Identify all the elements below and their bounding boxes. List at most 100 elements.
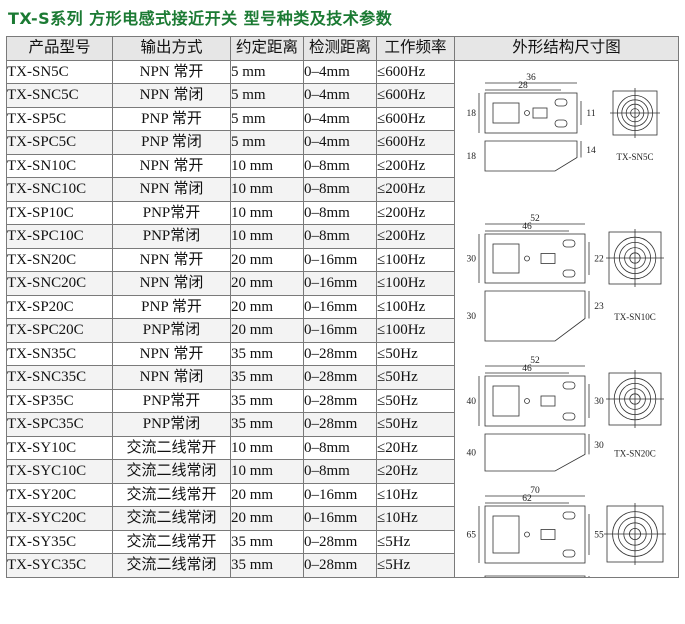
- sensor-top-view: [484, 233, 586, 283]
- cell-model: TX-SN35C: [6, 341, 113, 366]
- cell-model: TX-SPC35C: [6, 412, 113, 437]
- cell-rated-distance: 10 mm: [230, 200, 304, 225]
- page-title: TX-S系列 方形电感式接近开关 型号种类及技术参数: [8, 9, 393, 28]
- cell-model: TX-SYC20C: [6, 506, 113, 531]
- dim-body-height: 40: [467, 397, 477, 407]
- cell-rated-distance: 10 mm: [230, 435, 304, 460]
- cell-output: 交流二线常闭: [112, 506, 231, 531]
- cell-detect-range: 0–16mm: [303, 506, 377, 531]
- cell-rated-distance: 35 mm: [230, 388, 304, 413]
- mounting-slot: [562, 239, 576, 247]
- cell-rated-distance: 5 mm: [230, 83, 304, 108]
- sensor-side-view: [484, 433, 586, 471]
- cell-model: TX-SYC10C: [6, 459, 113, 484]
- terminal-block: [540, 395, 556, 406]
- cell-output: NPN 常闭: [112, 271, 231, 296]
- cell-output: NPN 常开: [112, 247, 231, 272]
- cell-detect-range: 0–4mm: [303, 130, 377, 155]
- cell-rated-distance: 10 mm: [230, 459, 304, 484]
- cell-model: TX-SNC35C: [6, 365, 113, 390]
- cell-model: TX-SY10C: [6, 435, 113, 460]
- cell-output: 交流二线常闭: [112, 459, 231, 484]
- sensor-side-view: [484, 575, 586, 576]
- mounting-slot: [562, 549, 576, 557]
- dim-slot-width: 22: [594, 254, 604, 264]
- dim-total-length: 52: [530, 356, 540, 366]
- cell-detect-range: 0–16mm: [303, 271, 377, 296]
- cell-output: 交流二线常开: [112, 435, 231, 460]
- cell-detect-range: 0–8mm: [303, 224, 377, 249]
- cell-model: TX-SY20C: [6, 482, 113, 507]
- cell-output: PNP 常开: [112, 106, 231, 131]
- cell-detect-range: 0–8mm: [303, 153, 377, 178]
- cell-detect-range: 0–28mm: [303, 365, 377, 390]
- cell-detect-range: 0–16mm: [303, 482, 377, 507]
- dim-hole-spacing: 28: [518, 81, 528, 91]
- dim-hole-spacing: 46: [522, 222, 532, 232]
- mounting-slot: [562, 412, 576, 420]
- cell-frequency: ≤200Hz: [376, 153, 455, 178]
- dim-hole-spacing: 46: [522, 364, 532, 374]
- cell-detect-range: 0–28mm: [303, 341, 377, 366]
- cell-output: NPN 常闭: [112, 365, 231, 390]
- cell-output: PNP常开: [112, 388, 231, 413]
- cell-detect-range: 0–8mm: [303, 200, 377, 225]
- cell-frequency: ≤20Hz: [376, 459, 455, 484]
- cell-output: NPN 常开: [112, 153, 231, 178]
- cell-model: TX-SP10C: [6, 200, 113, 225]
- cell-output: 交流二线常闭: [112, 553, 231, 578]
- sensor-side-view: [484, 290, 586, 341]
- dim-body-height: 18: [467, 109, 477, 119]
- cell-model: TX-SNC10C: [6, 177, 113, 202]
- cell-output: NPN 常开: [112, 59, 231, 84]
- dim-side-depth: 30: [594, 441, 604, 451]
- cell-rated-distance: 10 mm: [230, 153, 304, 178]
- cell-frequency: ≤50Hz: [376, 388, 455, 413]
- cell-rated-distance: 20 mm: [230, 247, 304, 272]
- dim-slot-width: 11: [586, 109, 595, 119]
- cell-model: TX-SNC5C: [6, 83, 113, 108]
- header-detect-range: 检测距离: [303, 36, 377, 61]
- cell-model: TX-SN20C: [6, 247, 113, 272]
- sensor-top-view: [484, 92, 578, 133]
- dim-body-height: 30: [467, 254, 477, 264]
- cell-model: TX-SP5C: [6, 106, 113, 131]
- cell-rated-distance: 20 mm: [230, 506, 304, 531]
- header-frequency: 工作频率: [376, 36, 455, 61]
- mounting-slot: [562, 381, 576, 389]
- sensor-side-view: [484, 140, 578, 171]
- dim-total-length: 36: [526, 73, 536, 83]
- cell-output: 交流二线常开: [112, 482, 231, 507]
- header-outline: 外形结构尺寸图: [454, 36, 679, 61]
- diagram-label: TX-SN20C: [614, 448, 656, 458]
- cell-model: TX-SYC35C: [6, 553, 113, 578]
- header-model: 产品型号: [6, 36, 113, 61]
- mounting-slot: [554, 119, 568, 127]
- cell-detect-range: 0–16mm: [303, 318, 377, 343]
- indicator-led: [524, 397, 530, 404]
- cell-frequency: ≤10Hz: [376, 506, 455, 531]
- cell-output: PNP 常开: [112, 294, 231, 319]
- cell-frequency: ≤200Hz: [376, 224, 455, 249]
- cell-detect-range: 0–4mm: [303, 59, 377, 84]
- cell-detect-range: 0–8mm: [303, 459, 377, 484]
- dim-side-height: 18: [467, 152, 477, 162]
- cell-detect-range: 0–28mm: [303, 388, 377, 413]
- cell-detect-range: 0–4mm: [303, 106, 377, 131]
- cell-rated-distance: 35 mm: [230, 529, 304, 554]
- cell-model: TX-SP20C: [6, 294, 113, 319]
- cell-rated-distance: 5 mm: [230, 59, 304, 84]
